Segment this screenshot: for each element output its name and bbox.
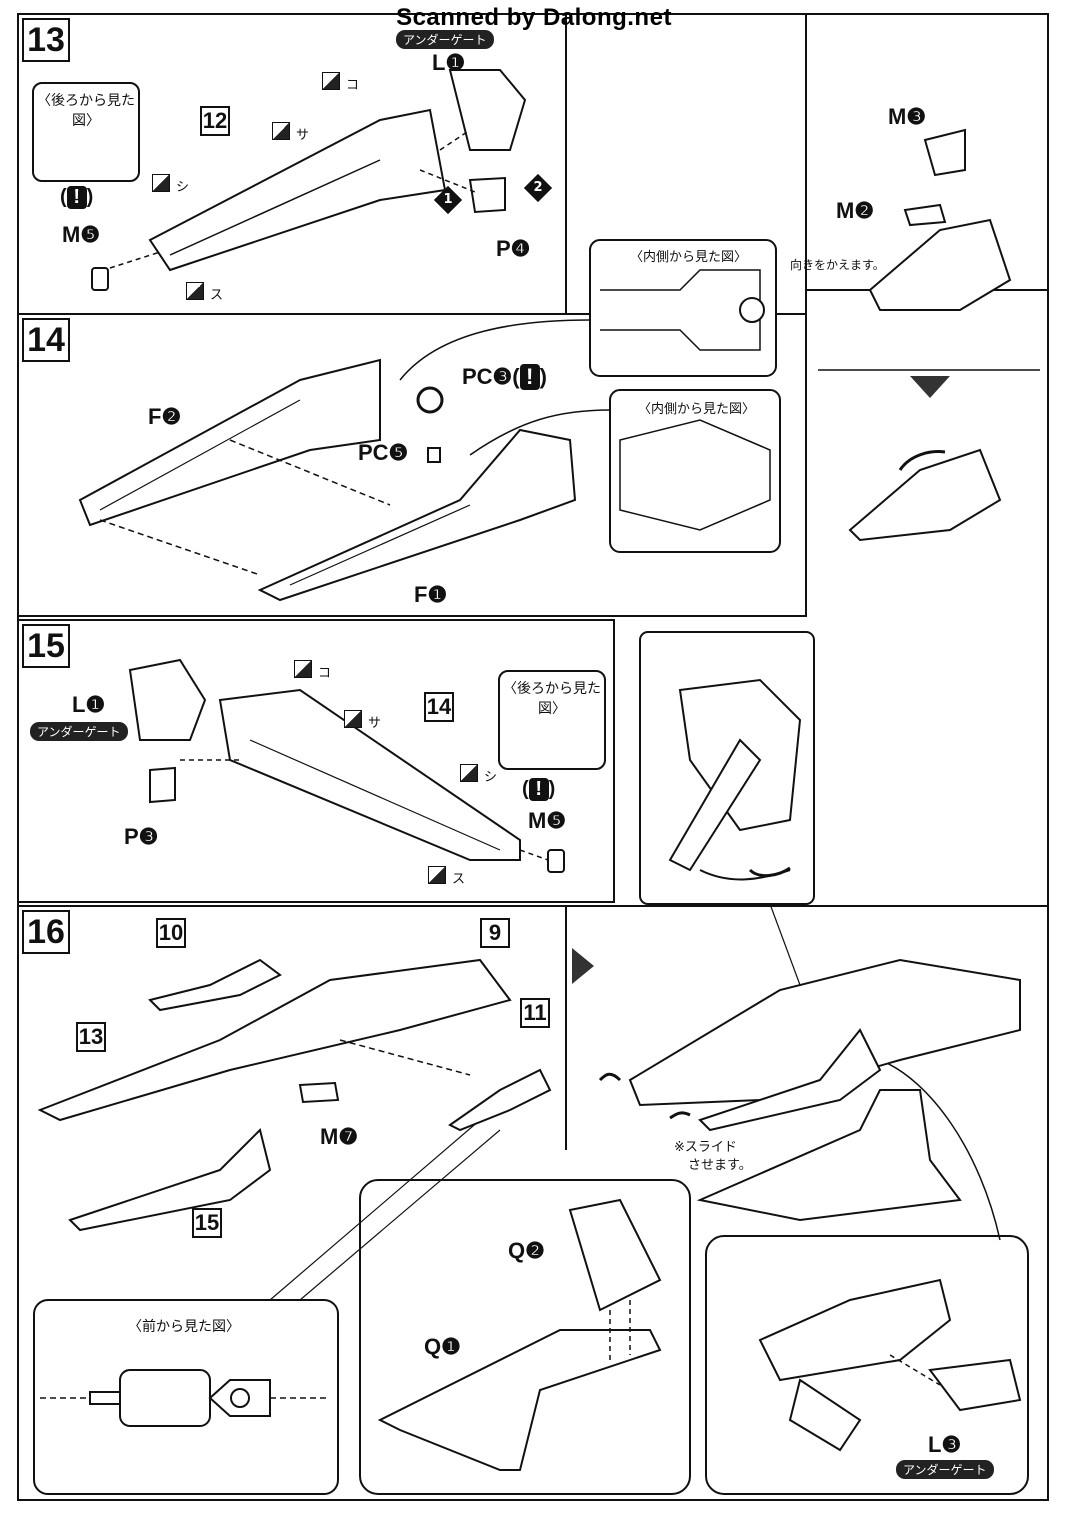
step-16-slide-note-1: ※スライド (674, 1140, 737, 1155)
decal-icon (294, 660, 312, 678)
step-15-part-M: M❺ (528, 808, 567, 833)
step-16-number: 16 (22, 910, 70, 954)
step-15-subassembly-ref: 14 (424, 692, 454, 722)
step-13-caution: (!) (60, 186, 94, 209)
step-15-decal-sa: サ (368, 716, 382, 731)
step-16-ref-9: 9 (480, 918, 510, 948)
arrow-down-icon (910, 376, 950, 398)
step-13-subassembly-ref: 12 (200, 106, 230, 136)
watermark: Scanned by Dalong.net (396, 4, 672, 31)
step-13-order-1: 1 (433, 185, 463, 215)
step-16-ref-10: 10 (156, 918, 186, 948)
step-13-gate-label: アンダーゲート (396, 30, 494, 49)
step-15-number: 15 (22, 624, 70, 668)
step-13-order-2: 2 (523, 173, 553, 203)
decal-icon (186, 282, 204, 300)
step-16-part-L3: L❸ (928, 1432, 962, 1457)
step-16-front-view-label: 〈前から見た図〉 (128, 1319, 240, 1335)
step-15-part-L: L❶ (72, 692, 106, 717)
step-16-ref-11: 11 (520, 998, 550, 1028)
arrow-right-icon (572, 948, 594, 984)
step-13-number: 13 (22, 18, 70, 62)
step-16-part-M7: M❼ (320, 1124, 359, 1149)
step-16-part-Q2: Q❷ (508, 1238, 545, 1263)
step-15-decal-ko: コ (318, 666, 332, 681)
step-16-part-Q1: Q❶ (424, 1334, 461, 1359)
step-13-part-P: P❹ (496, 236, 531, 261)
step-13-decal-shi: シ (176, 180, 190, 195)
step-15-caution: (!) (522, 778, 556, 801)
side-part-M3: M❸ (888, 104, 927, 129)
step-16-slide-note-2: させます。 (688, 1158, 752, 1173)
step-13-rear-view-label: 〈後ろから見た図〉 (37, 93, 135, 129)
step-14-view1-label: 〈内側から見た図〉 (630, 250, 748, 265)
step-15-part-P: P❸ (124, 824, 159, 849)
step-13-part-L: L❶ (432, 50, 466, 75)
step-14-part-F2: F❷ (148, 404, 182, 429)
step-14-view2-label: 〈内側から見た図〉 (638, 402, 756, 417)
step-13-part-M: M❺ (62, 222, 101, 247)
step-13-rear-view: 〈後ろから見た図〉 (32, 82, 140, 182)
side-orientation-note: 向きをかえます。 (790, 258, 885, 272)
step-14-part-F1: F❶ (414, 582, 448, 607)
decal-icon (460, 764, 478, 782)
decal-icon (344, 710, 362, 728)
step-16-ref-13: 13 (76, 1022, 106, 1052)
step-15-decal-shi: シ (484, 770, 498, 785)
step-15-rear-view-label: 〈後ろから見た図〉 (503, 681, 601, 717)
step-13-decal-sa: サ (296, 128, 310, 143)
step-15-decal-su: ス (452, 872, 466, 887)
step-16-gate-label: アンダーゲート (896, 1460, 994, 1479)
side-part-M2: M❷ (836, 198, 875, 223)
step-15-rear-view: 〈後ろから見た図〉 (498, 670, 606, 770)
step-13-decal-ko: コ (346, 78, 360, 93)
decal-icon (322, 72, 340, 90)
decal-icon (152, 174, 170, 192)
step-15-gate-label: アンダーゲート (30, 722, 128, 741)
decal-icon (428, 866, 446, 884)
step-16-ref-15: 15 (192, 1208, 222, 1238)
step-14-number: 14 (22, 318, 70, 362)
step-13-decal-su: ス (210, 288, 224, 303)
step-14-part-PCC: PC❸(!) (462, 364, 547, 390)
step-14-part-PCE: PC❺ (358, 440, 409, 465)
decal-icon (272, 122, 290, 140)
